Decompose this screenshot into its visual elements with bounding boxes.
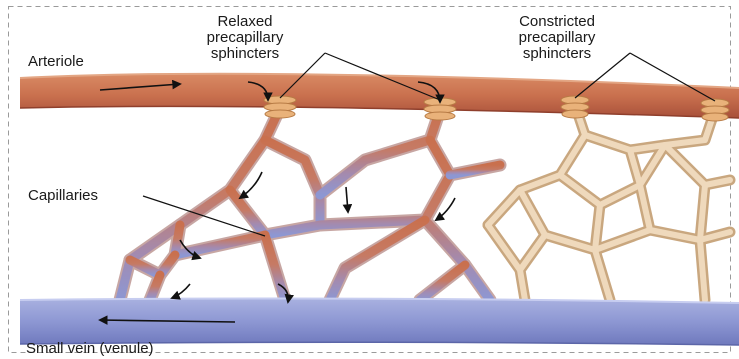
closed-capillary-network [488, 105, 730, 300]
constricted-sphincter-2 [701, 99, 729, 121]
capillaries-label: Capillaries [28, 188, 98, 204]
relaxed-label-line-2: precapillary [190, 30, 300, 46]
venule-label: Small vein (venule) [26, 341, 154, 357]
constricted-label-line-2: precapillary [494, 30, 620, 46]
arteriole-vessel [20, 74, 739, 118]
capillary-flow-arrow-5 [172, 284, 190, 298]
arteriole-label: Arteriole [28, 54, 84, 70]
constricted-label-line-1: Constricted [494, 14, 620, 30]
relaxed-label-line-3: sphincters [190, 46, 300, 62]
open-capillary-network [120, 108, 500, 300]
venule-vessel [20, 299, 739, 345]
relaxed-sphincters-label: Relaxed precapillary sphincters [190, 14, 300, 62]
constricted-sphincter-1 [561, 96, 589, 118]
capillary-flow-arrow-2 [346, 187, 348, 212]
relaxed-label-line-1: Relaxed [190, 14, 300, 30]
constricted-sphincters-label: Constricted precapillary sphincters [494, 14, 620, 62]
constricted-label-line-3: sphincters [494, 46, 620, 62]
relaxed-sphincter-1 [264, 96, 296, 118]
